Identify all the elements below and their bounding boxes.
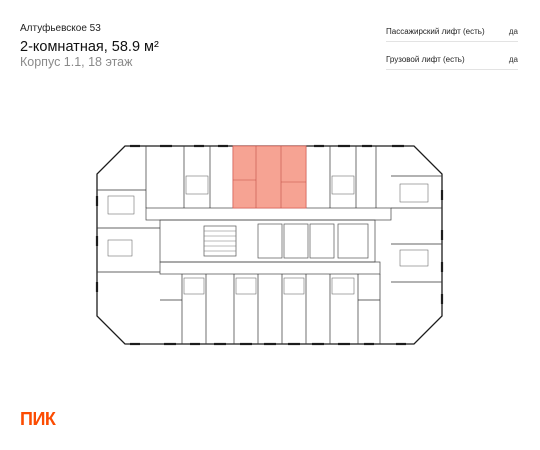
building-outline [96,145,443,345]
elevator-shaft [309,223,335,259]
feature-label: Пассажирский лифт (есть) [386,27,485,36]
feature-freight-elevator: Грузовой лифт (есть) да [386,42,518,70]
corridor [145,207,392,221]
feature-passenger-elevator: Пассажирский лифт (есть) да [386,20,518,42]
core [159,219,376,263]
pik-logo: ПИК [20,409,56,429]
feature-label: Грузовой лифт (есть) [386,55,465,64]
feature-value: да [508,55,518,64]
service-room [337,223,369,259]
feature-value: да [508,27,518,36]
corridor-lower [159,261,381,275]
elevator-shaft [257,223,283,259]
project-name: Алтуфьевское 53 [20,23,101,34]
apartment-title: 2-комнатная, 58.9 м² [20,39,159,55]
selected-apartment [232,145,307,209]
features-list: Пассажирский лифт (есть) да Грузовой лиф… [386,20,518,70]
building-floor: Корпус 1.1, 18 этаж [20,55,133,69]
elevator-shaft [283,223,309,259]
